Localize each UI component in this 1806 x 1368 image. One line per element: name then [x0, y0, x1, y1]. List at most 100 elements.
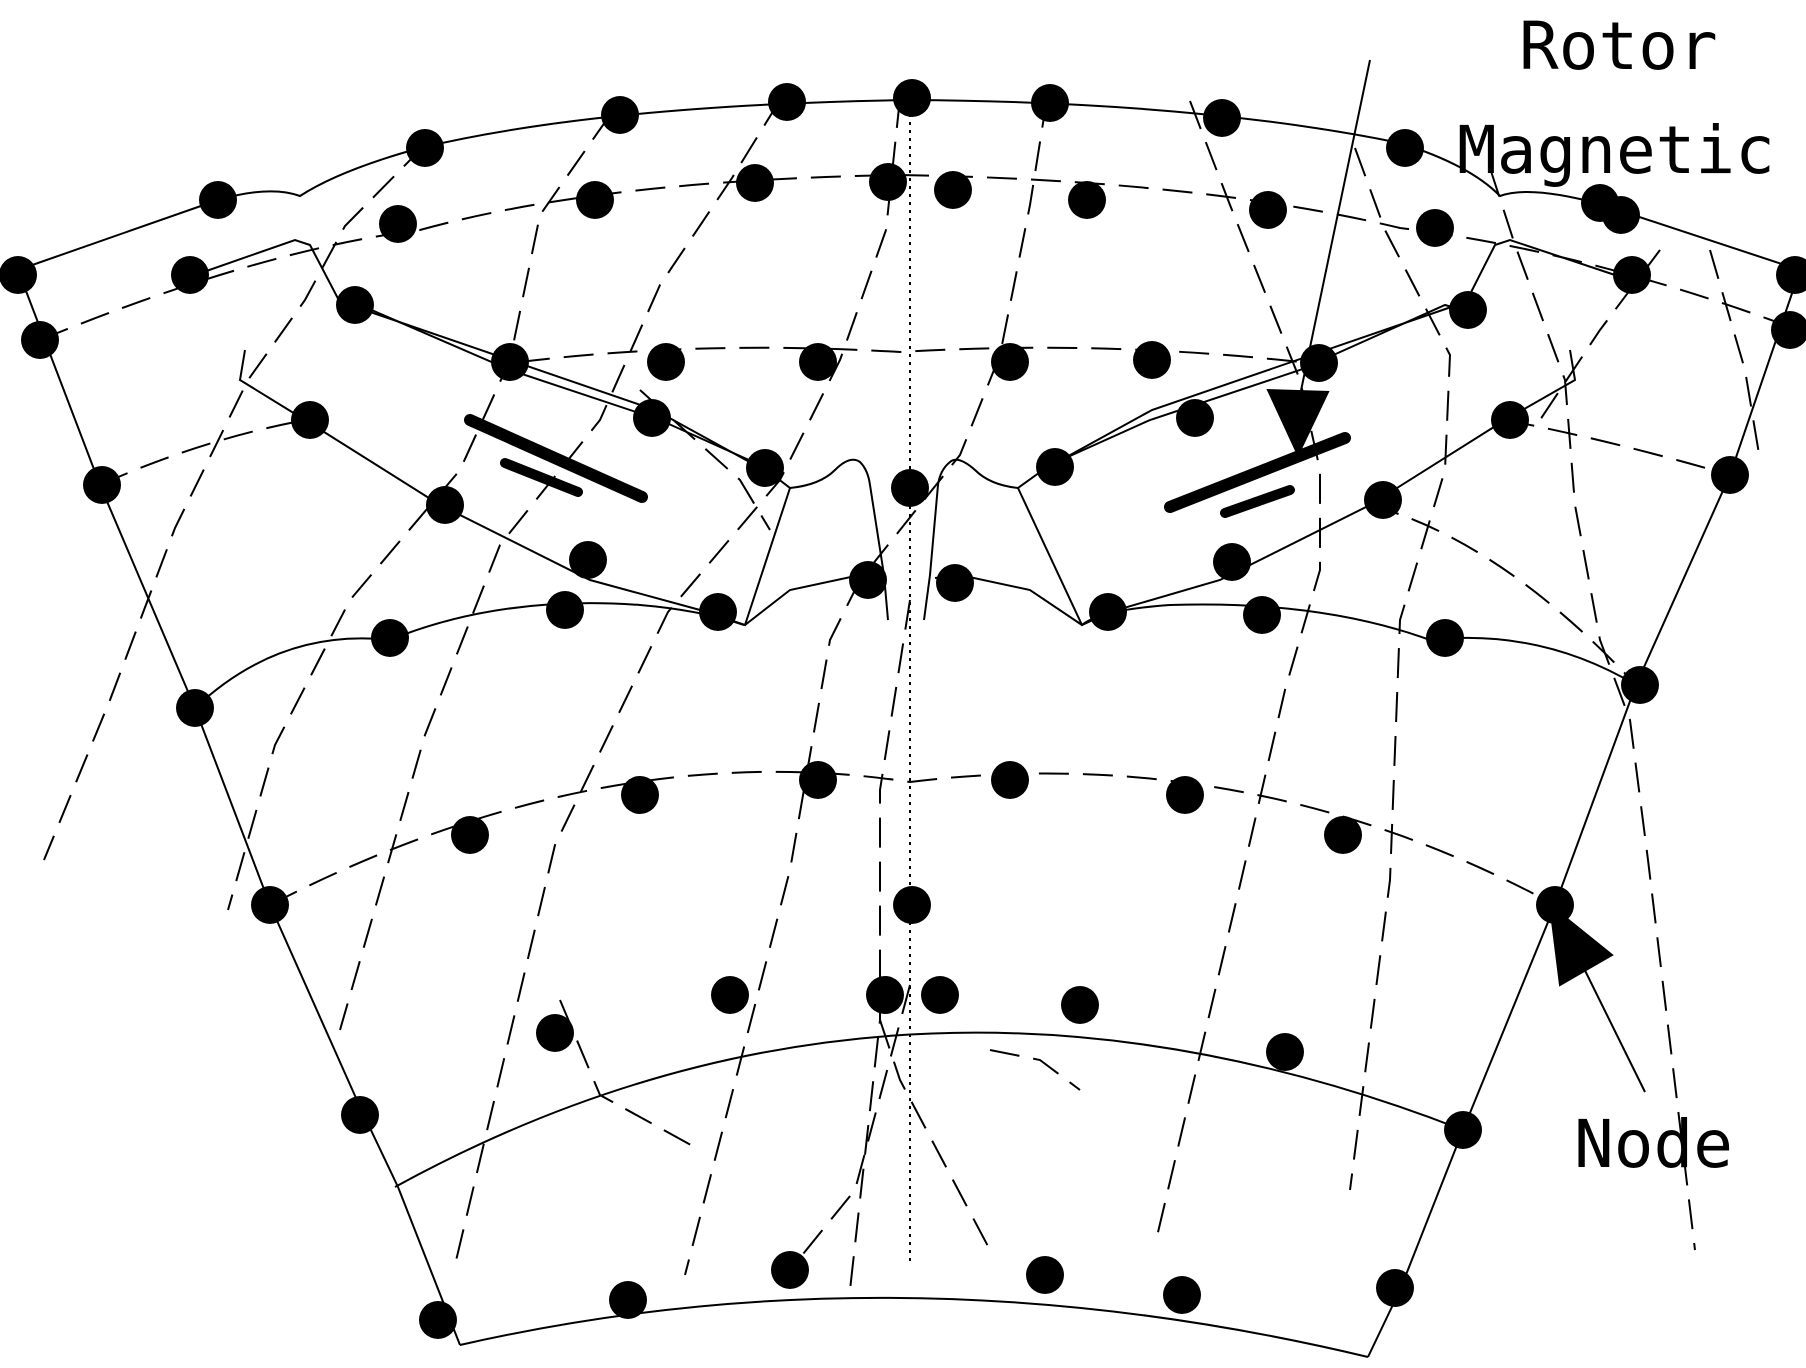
mesh-node-14: [379, 205, 417, 243]
mesh-node-4: [601, 96, 639, 134]
bridge-left: [789, 458, 889, 621]
mesh-node-71: [341, 1096, 379, 1134]
magnet-bar-left-long: [464, 414, 648, 503]
mesh-node-26: [647, 343, 685, 381]
mesh-node-18: [934, 171, 972, 209]
dashed-arc-4: [269, 770, 1556, 906]
mesh-node-22: [1613, 256, 1651, 294]
mesh-node-43: [426, 486, 464, 524]
mesh-node-64: [893, 886, 931, 924]
mesh-node-52: [371, 619, 409, 657]
dashed-arc-2-left: [99, 419, 306, 486]
mesh-node-63: [1536, 886, 1574, 924]
mesh-node-77: [1163, 1276, 1201, 1314]
mesh-nodes: [0, 79, 1806, 1339]
mesh-node-76: [1026, 1256, 1064, 1294]
mesh-node-9: [1386, 129, 1424, 167]
mesh-node-57: [991, 761, 1029, 799]
mesh-node-35: [1176, 399, 1214, 437]
mesh-node-34: [633, 399, 671, 437]
dashed-radial-12: [879, 1019, 991, 1251]
magnet-bars: [464, 414, 1351, 518]
left-edge: [17, 269, 461, 1346]
magnet-bar-right-long: [1164, 432, 1351, 513]
mesh-node-25: [491, 343, 529, 381]
mesh-node-49: [1089, 593, 1127, 631]
dashed-radial-15: [559, 999, 701, 1151]
mid-arc-right: [1081, 603, 1637, 686]
mesh-node-51: [1243, 596, 1281, 634]
mesh-node-48: [699, 593, 737, 631]
bottom-solid-arc: [394, 1031, 1464, 1188]
dashed-radial-5: [684, 97, 1048, 1276]
mesh-node-50: [546, 591, 584, 629]
magnet-bar-left-short: [500, 458, 583, 497]
mesh-node-23: [1771, 311, 1806, 349]
solid-boundaries: [17, 98, 1801, 1358]
dashed-radial-14: [639, 389, 771, 531]
mesh-node-6: [893, 79, 931, 117]
dashed-arc-3-right: [1369, 504, 1637, 686]
dashed-radial-6: [1154, 100, 1321, 1246]
mesh-node-8: [1203, 99, 1241, 137]
dashed-radial-3: [339, 99, 781, 1031]
dashed-arc-1: [39, 173, 1786, 341]
magnet-bar-right-short: [1220, 485, 1295, 518]
mesh-node-61: [1324, 816, 1362, 854]
mesh-node-5: [768, 83, 806, 121]
dashed-radial-10: [989, 1049, 1081, 1091]
mesh-node-12: [21, 321, 59, 359]
mesh-node-59: [1166, 776, 1204, 814]
dashed-mesh-lines: [39, 97, 1786, 1291]
mesh-node-24: [336, 286, 374, 324]
mesh-node-75: [771, 1251, 809, 1289]
right-slot: [1016, 238, 1616, 627]
dashed-arc-2-mid: [519, 346, 1301, 363]
dashed-radial-1: [43, 144, 426, 861]
mesh-node-44: [569, 541, 607, 579]
mesh-node-7: [1031, 84, 1069, 122]
dashed-radial-8: [1489, 167, 1696, 1251]
mesh-node-55: [1621, 666, 1659, 704]
mid-arc-left: [194, 602, 745, 709]
mesh-node-27: [799, 343, 837, 381]
mesh-node-74: [609, 1281, 647, 1319]
mesh-node-53: [1426, 619, 1464, 657]
rotor-label-line1: Rotor: [1519, 8, 1718, 85]
dashed-radial-16: [1539, 249, 1661, 421]
rotor-arrowhead: [1266, 388, 1330, 458]
mesh-node-21: [1416, 209, 1454, 247]
mesh-node-3: [406, 129, 444, 167]
mesh-node-58: [621, 776, 659, 814]
mesh-node-72: [1444, 1111, 1482, 1149]
mesh-node-15: [576, 181, 614, 219]
mesh-node-46: [849, 561, 887, 599]
mesh-node-47: [936, 564, 974, 602]
mesh-node-78: [1376, 1269, 1414, 1307]
mesh-node-66: [866, 976, 904, 1014]
node-label: Node: [1574, 1106, 1733, 1183]
mesh-node-29: [1133, 341, 1171, 379]
mesh-node-39: [746, 449, 784, 487]
mesh-node-40: [1036, 448, 1074, 486]
mesh-node-1: [0, 256, 37, 294]
mesh-node-33: [291, 401, 329, 439]
mesh-node-41: [891, 469, 929, 507]
mesh-node-60: [451, 816, 489, 854]
dashed-radial-13: [789, 984, 911, 1271]
mesh-node-68: [1061, 986, 1099, 1024]
right-slot-inner: [1051, 304, 1458, 466]
dashed-radial-11: [849, 599, 911, 1291]
mesh-node-11: [1776, 256, 1806, 294]
dashed-radial-2: [227, 114, 611, 911]
dashed-radial-4: [454, 97, 901, 1266]
mesh-node-20: [1249, 191, 1287, 229]
mesh-node-19: [1068, 181, 1106, 219]
mesh-node-17: [869, 163, 907, 201]
mesh-node-38: [1711, 456, 1749, 494]
dashed-arc-2-right: [1504, 419, 1731, 476]
mesh-node-37: [83, 466, 121, 504]
mesh-node-54: [176, 689, 214, 727]
mesh-node-56: [799, 761, 837, 799]
